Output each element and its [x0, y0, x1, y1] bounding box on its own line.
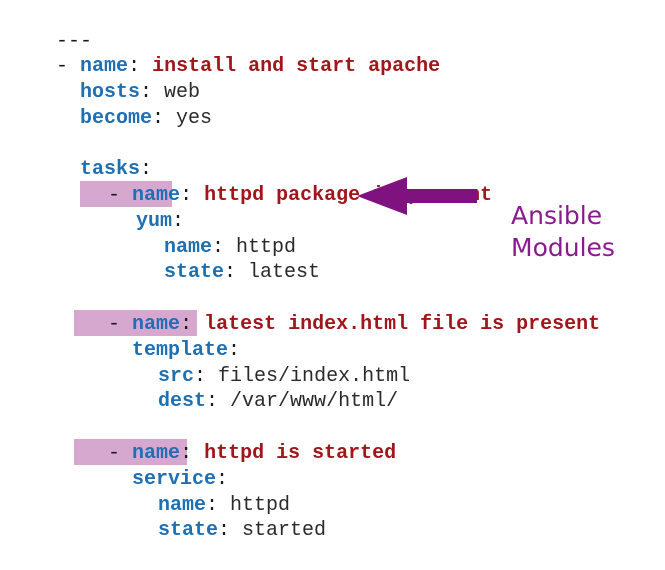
task-dash: - [108, 442, 121, 465]
tasks-line: tasks: [80, 158, 153, 181]
task-param-line: state: latest [164, 261, 321, 284]
task-dash: - [108, 313, 121, 336]
param-value: latest [248, 261, 321, 284]
ansible-modules-callout: Ansible Modules [511, 200, 615, 264]
task-name-value: httpd is started [204, 442, 397, 465]
task-param-line: name: httpd [164, 236, 297, 259]
param-key: state [164, 261, 225, 284]
param-value: httpd [230, 494, 291, 517]
param-key: name [164, 236, 213, 259]
module-name: template [132, 339, 229, 362]
task-module-line: yum: [136, 210, 185, 233]
task-name-line: - name: latest index.html file is presen… [108, 313, 601, 336]
module-highlight-yum [80, 181, 172, 207]
play-name-line: - name: install and start apache [56, 55, 441, 78]
module-highlight-template [74, 310, 197, 336]
task-name-line: - name: httpd is started [108, 442, 397, 465]
param-key: src [158, 365, 195, 388]
callout-line-1: Ansible [511, 201, 603, 230]
task-name-key: name [132, 442, 181, 465]
task-param-line: dest: /var/www/html/ [158, 390, 399, 413]
param-value: /var/www/html/ [230, 390, 399, 413]
task-dash: - [108, 184, 121, 207]
task-name-value: latest index.html file is present [204, 313, 601, 336]
tasks-key: tasks [80, 158, 141, 181]
param-value: httpd [236, 236, 297, 259]
become-key: become [80, 107, 153, 130]
hosts-key: hosts [80, 81, 141, 104]
task-param-line: name: httpd [158, 494, 291, 517]
task-name-key: name [132, 313, 181, 336]
become-line: become: yes [80, 107, 213, 130]
become-value: yes [176, 107, 213, 130]
yaml-playbook: --- - name: install and start apache hos… [8, 3, 601, 542]
param-value: files/index.html [218, 365, 411, 388]
task-param-line: src: files/index.html [158, 365, 411, 388]
doc-start-marker: --- [56, 30, 93, 53]
param-value: started [242, 519, 327, 542]
play-dash: - [56, 55, 69, 78]
hosts-value: web [164, 81, 201, 104]
task-name-key: name [132, 184, 181, 207]
task-module-line: service: [132, 468, 229, 491]
module-name: service [132, 468, 217, 491]
param-key: dest [158, 390, 207, 413]
arrow-left-icon [357, 177, 477, 215]
task-module-line: template: [132, 339, 241, 362]
play-name-key: name [80, 55, 129, 78]
module-highlight-service [74, 439, 187, 465]
callout-line-2: Modules [511, 233, 615, 262]
play-name-value: install and start apache [152, 55, 441, 78]
param-key: name [158, 494, 207, 517]
doc-start-line: --- [8, 3, 92, 81]
hosts-line: hosts: web [80, 81, 201, 104]
param-key: state [158, 519, 219, 542]
module-name: yum [136, 210, 173, 233]
task-param-line: state: started [158, 519, 327, 542]
